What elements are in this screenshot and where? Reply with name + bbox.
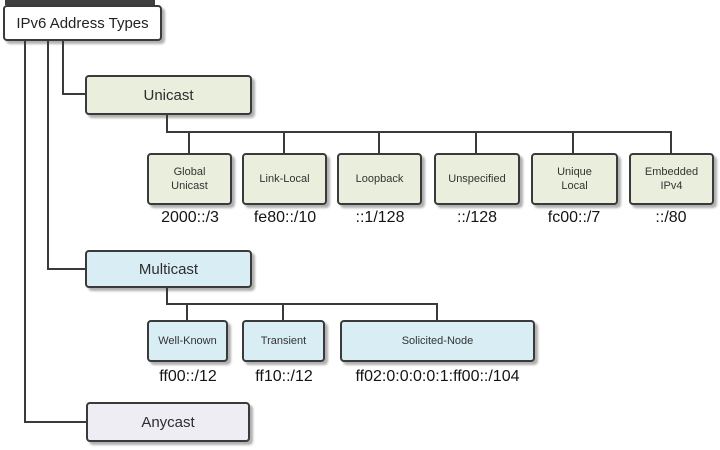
unicast-drop-4 — [475, 131, 477, 153]
multicast-bus — [166, 303, 438, 305]
prefix-link-local: fe80::/10 — [253, 209, 317, 226]
connector-root-to-anycast-h — [24, 421, 88, 423]
anycast-label: Anycast — [141, 413, 195, 431]
root-box: IPv6 Address Types — [3, 5, 162, 41]
node-box-unspecified: Unspecified — [434, 153, 520, 205]
branch-box-multicast: Multicast — [85, 250, 252, 288]
node-label: Embedded IPv4 — [644, 165, 699, 192]
unicast-label: Unicast — [143, 86, 194, 104]
node-box-unique-local: Unique Local — [531, 153, 618, 205]
node-label: Link-Local — [259, 172, 310, 185]
node-box-embedded-ipv4: Embedded IPv4 — [629, 153, 714, 205]
connector-root-to-unicast-v — [62, 41, 64, 93]
node-label: Solicited-Node — [401, 334, 474, 347]
node-label: Global Unicast — [171, 165, 208, 192]
root-box-label: IPv6 Address Types — [16, 14, 149, 32]
prefix-embedded-ipv4: ::/80 — [655, 209, 687, 226]
multicast-drop-2 — [282, 303, 284, 320]
branch-box-unicast: Unicast — [85, 75, 252, 115]
node-label: Well-Known — [158, 334, 217, 347]
prefix-transient: ff10::/12 — [255, 368, 313, 385]
node-box-solicited-node: Solicited-Node — [340, 320, 535, 362]
prefix-unspecified: ::/128 — [456, 209, 498, 226]
multicast-drop-3 — [436, 303, 438, 320]
node-label: Unspecified — [448, 172, 506, 185]
multicast-stub — [166, 288, 168, 305]
prefix-well-known: ff00::/12 — [159, 368, 217, 385]
prefix-unique-local: fc00::/7 — [547, 209, 601, 226]
unicast-drop-1 — [188, 131, 190, 153]
node-box-loopback: Loopback — [337, 153, 422, 205]
node-box-global-unicast: Global Unicast — [147, 153, 232, 205]
connector-root-to-multicast-h — [47, 268, 87, 270]
unicast-drop-2 — [283, 131, 285, 153]
node-box-link-local: Link-Local — [242, 153, 327, 205]
unicast-drop-5 — [572, 131, 574, 153]
prefix-global-unicast: 2000::/3 — [161, 209, 219, 226]
top-shadow-bar — [5, 0, 155, 5]
connector-root-to-multicast-v — [47, 41, 49, 270]
connector-root-to-anycast-v — [24, 41, 26, 423]
unicast-drop-3 — [378, 131, 380, 153]
unicast-bus — [166, 131, 672, 133]
node-label: Transient — [260, 334, 307, 347]
branch-box-anycast: Anycast — [86, 402, 250, 442]
multicast-label: Multicast — [138, 260, 199, 278]
prefix-loopback: ::1/128 — [355, 209, 405, 226]
node-box-well-known: Well-Known — [147, 320, 228, 362]
multicast-drop-1 — [186, 303, 188, 320]
node-label: Loopback — [355, 172, 404, 185]
node-box-transient: Transient — [242, 320, 325, 362]
unicast-stub — [166, 115, 168, 133]
unicast-drop-6 — [670, 131, 672, 153]
prefix-solicited-node: ff02:0:0:0:0:1:ff00::/104 — [355, 368, 520, 385]
node-label: Unique Local — [557, 165, 592, 192]
connector-root-to-unicast-h — [62, 93, 87, 95]
